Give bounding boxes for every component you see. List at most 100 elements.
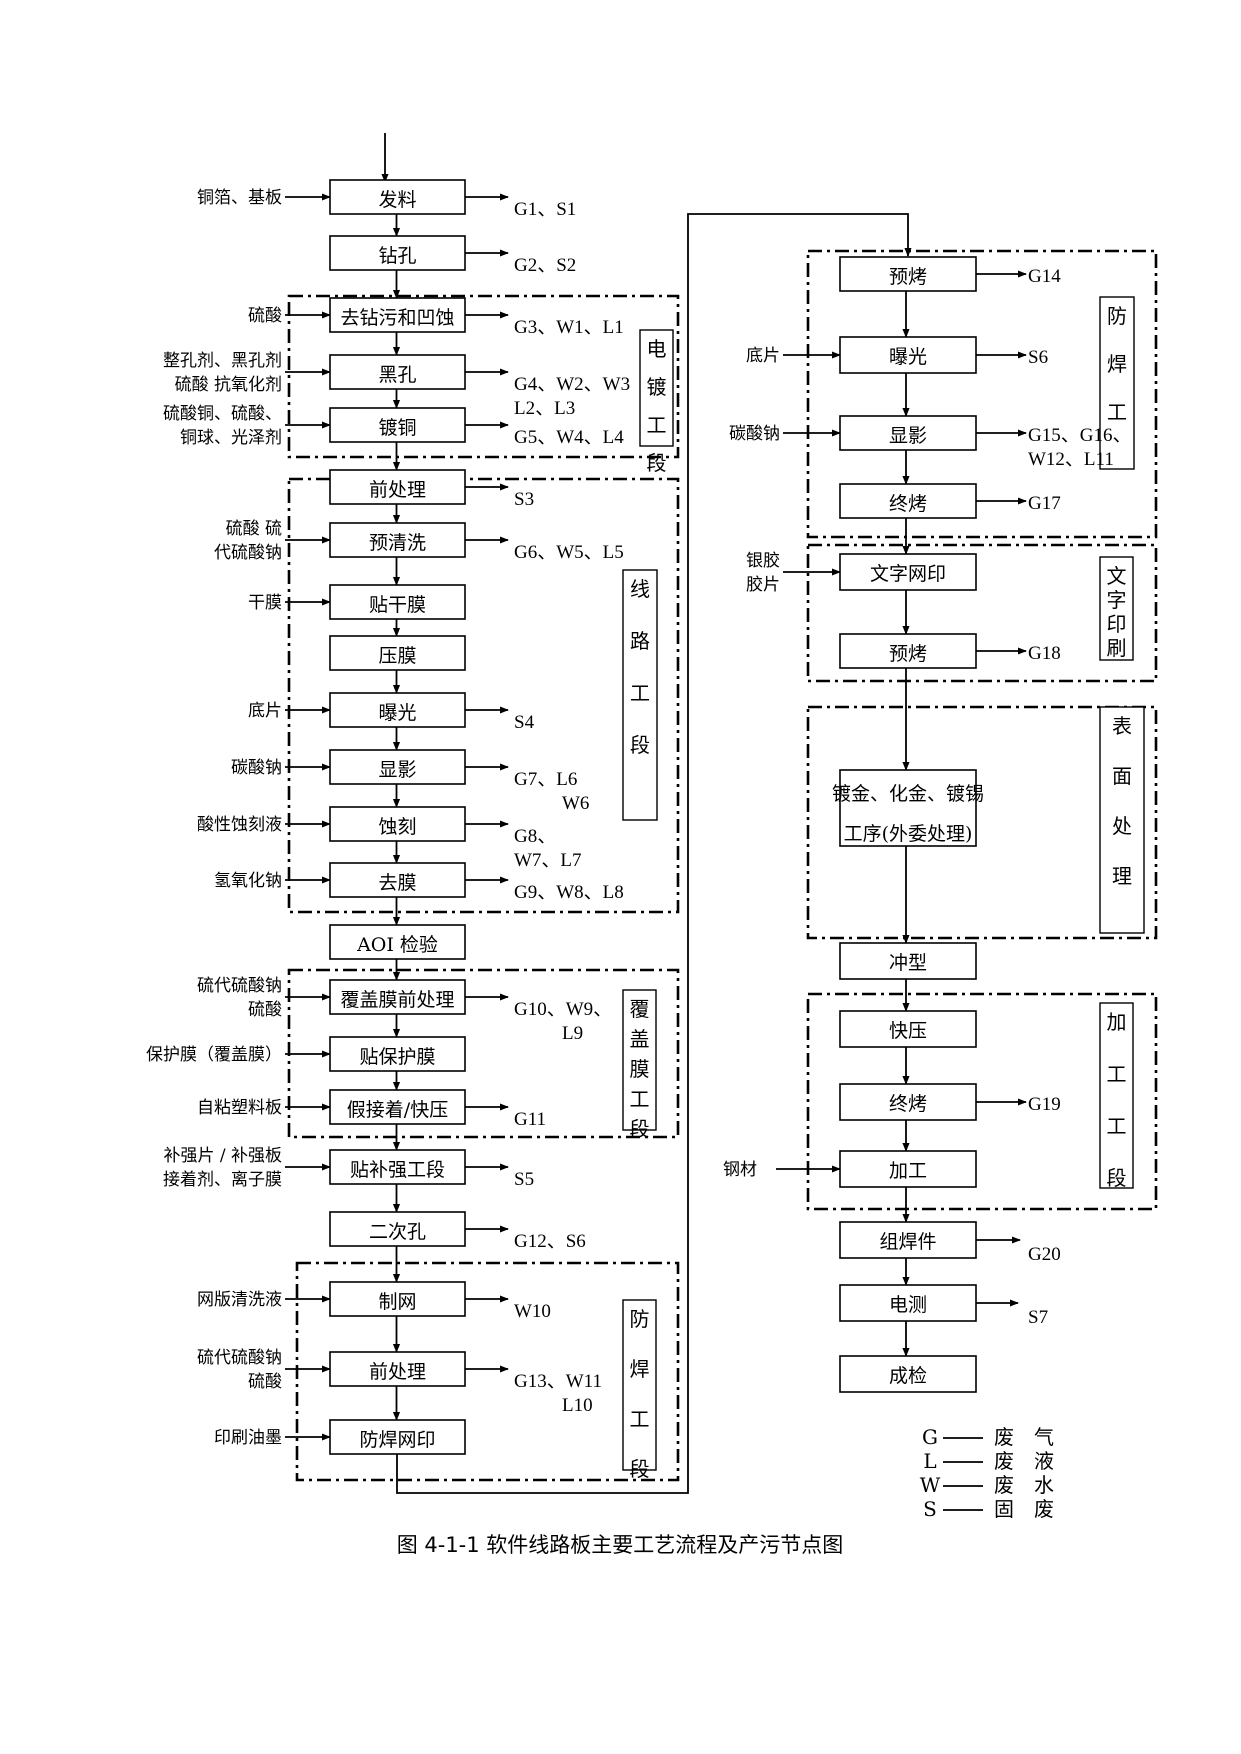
section-label-char: 表 (1112, 714, 1132, 738)
input-material-label: 硫酸 (248, 1372, 282, 1392)
process-step-label: 预清洗 (369, 532, 426, 554)
process-step-label: 压膜 (378, 645, 416, 667)
section-label-char: 工 (647, 413, 667, 437)
section-frame (806, 249, 1158, 539)
legend-code: L (923, 1449, 936, 1473)
pollutant-code-label: G1、S1 (514, 199, 576, 220)
section-label-char: 印 (1107, 612, 1127, 636)
process-step-label: 去钻污和凹蚀 (340, 307, 454, 329)
process-step-label: 预烤 (889, 643, 927, 665)
process-step-label: 终烤 (889, 1093, 927, 1115)
section-label-char: 加 (1107, 1010, 1127, 1034)
process-step-label: 前处理 (369, 479, 426, 501)
pollutant-code-label: L10 (562, 1395, 593, 1416)
pollutant-code-label: G9、W8、L8 (514, 882, 624, 903)
section-frame (806, 705, 1158, 940)
input-material-label: 硫代硫酸钠 (197, 1348, 282, 1368)
pollutant-code-label: G15、G16、 (1028, 425, 1131, 446)
pollutant-code-label: S6 (1028, 347, 1048, 368)
pollutant-code-label: W12、L11 (1028, 449, 1114, 470)
input-material-label: 自粘塑料板 (197, 1098, 282, 1118)
figure-caption: 图 4-1-1 软件线路板主要工艺流程及产污节点图 (397, 1533, 844, 1557)
process-step (839, 256, 977, 292)
legend-code: S (923, 1497, 937, 1521)
process-step (329, 1149, 466, 1185)
pollutant-code-label: G18 (1028, 643, 1061, 664)
process-step-label: 曝光 (378, 702, 416, 724)
input-material-label: 胶片 (746, 575, 780, 595)
process-step-label: 蚀刻 (378, 816, 416, 838)
section-label-char: 段 (630, 1117, 650, 1141)
process-step (329, 924, 466, 960)
process-step (329, 1419, 466, 1455)
section-label-char: 字 (1107, 588, 1127, 612)
section-label-char: 线 (630, 577, 650, 601)
process-step-label: 冲型 (889, 952, 927, 974)
section-label-char: 膜 (630, 1057, 650, 1081)
input-material-label: 代硫酸钠 (214, 543, 282, 563)
legend-meaning: 废 水 (994, 1473, 1054, 1497)
input-material-label: 银胶 (746, 551, 780, 571)
input-material-label: 碳酸钠 (729, 424, 780, 444)
process-step-label: 组焊件 (879, 1231, 936, 1253)
input-material-label: 硫酸 (248, 1000, 282, 1020)
pollutant-code-label: L9 (562, 1023, 583, 1044)
input-material-label: 整孔剂、黑孔剂 (163, 351, 282, 371)
legend-code: W (920, 1473, 941, 1497)
section-label-frame (622, 1299, 657, 1471)
process-step-label: 显影 (378, 759, 416, 781)
process-step (329, 1089, 466, 1125)
section-label-char: 工 (1107, 400, 1127, 424)
input-material-label: 钢材 (723, 1160, 757, 1180)
pollutant-code-label: L2、L3 (514, 398, 575, 419)
section-frame (806, 992, 1158, 1211)
process-step (839, 942, 977, 980)
section-label-char: 段 (630, 1457, 650, 1481)
process-step (839, 1083, 977, 1121)
pollutant-code-label: G10、W9、 (514, 999, 612, 1020)
pollutant-code-label: S4 (514, 712, 535, 733)
section-label-char: 路 (630, 629, 650, 653)
section-label-char: 段 (630, 733, 650, 757)
input-material-label: 接着剂、离子膜 (163, 1170, 282, 1190)
process-step (329, 297, 466, 333)
pollutant-code-label: G11 (514, 1109, 546, 1130)
process-step (329, 407, 466, 443)
process-step (329, 179, 466, 215)
input-material-label: 补强片 / 补强板 (163, 1146, 282, 1166)
pollutant-code-label: G5、W4、L4 (514, 427, 624, 448)
process-step (329, 522, 466, 558)
process-step (839, 1221, 977, 1259)
process-step-label: 贴干膜 (369, 594, 426, 616)
section-label-frame (622, 989, 657, 1131)
process-step-label: 钻孔 (378, 245, 416, 267)
section-label-frame (639, 329, 674, 447)
process-step-label: 覆盖膜前处理 (340, 989, 454, 1011)
process-step-label: 工序(外委处理) (844, 823, 973, 845)
section-frame (295, 1261, 680, 1482)
input-material-label: 氢氧化钠 (214, 871, 282, 891)
input-material-label: 硫酸 硫 (226, 519, 282, 539)
process-step-label: 黑孔 (378, 364, 416, 386)
pollutant-code-label: G6、W5、L5 (514, 542, 624, 563)
pollutant-code-label: G14 (1028, 266, 1061, 287)
section-label-frame (1099, 706, 1145, 934)
process-step-label: 加工 (889, 1160, 927, 1182)
section-label-char: 工 (630, 681, 650, 705)
process-step-label: 前处理 (369, 1361, 426, 1383)
input-material-label: 硫酸铜、硫酸、 (163, 404, 282, 424)
process-step-label: 贴补强工段 (350, 1159, 445, 1181)
process-step (839, 1150, 977, 1188)
legend-meaning: 废 液 (994, 1449, 1054, 1473)
process-step-label: 制网 (378, 1291, 416, 1313)
process-step (329, 806, 466, 842)
cross-column-connector (396, 213, 912, 1494)
process-step (839, 483, 977, 519)
pollutant-code-label: G4、W2、W3 (514, 374, 630, 395)
process-step (329, 635, 466, 671)
process-step-label: 预烤 (889, 266, 927, 288)
section-frame (287, 294, 680, 459)
process-step (839, 1010, 977, 1048)
input-material-label: 网版清洗液 (197, 1290, 282, 1310)
